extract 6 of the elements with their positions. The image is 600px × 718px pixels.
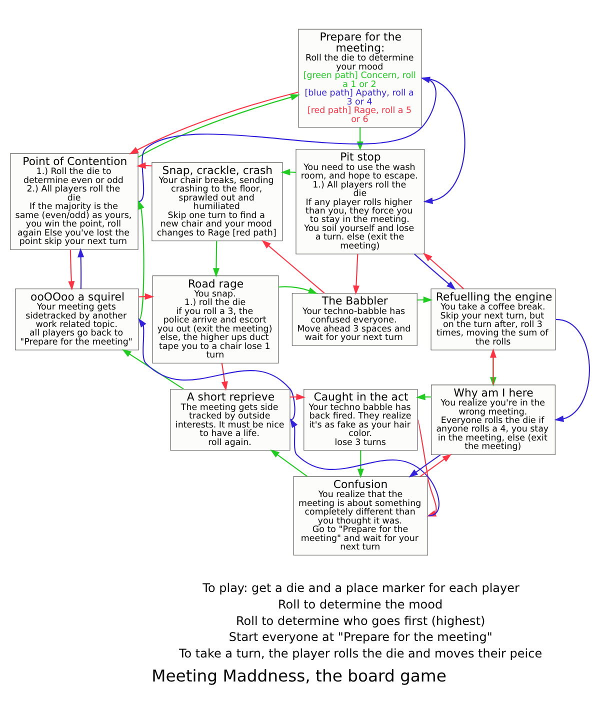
label: Roll to determine who goes first (highest) (236, 614, 486, 628)
label: To take a turn, the player rolls the die and moves their peice (178, 646, 542, 660)
label: To play: get a die and a place marker for each player (202, 581, 520, 596)
label: Roll to determine the mood (278, 597, 443, 612)
diagram-title: Meeting Maddness, the board game (152, 666, 446, 686)
label: Start everyone at "Prepare for the meeting" (228, 630, 492, 644)
